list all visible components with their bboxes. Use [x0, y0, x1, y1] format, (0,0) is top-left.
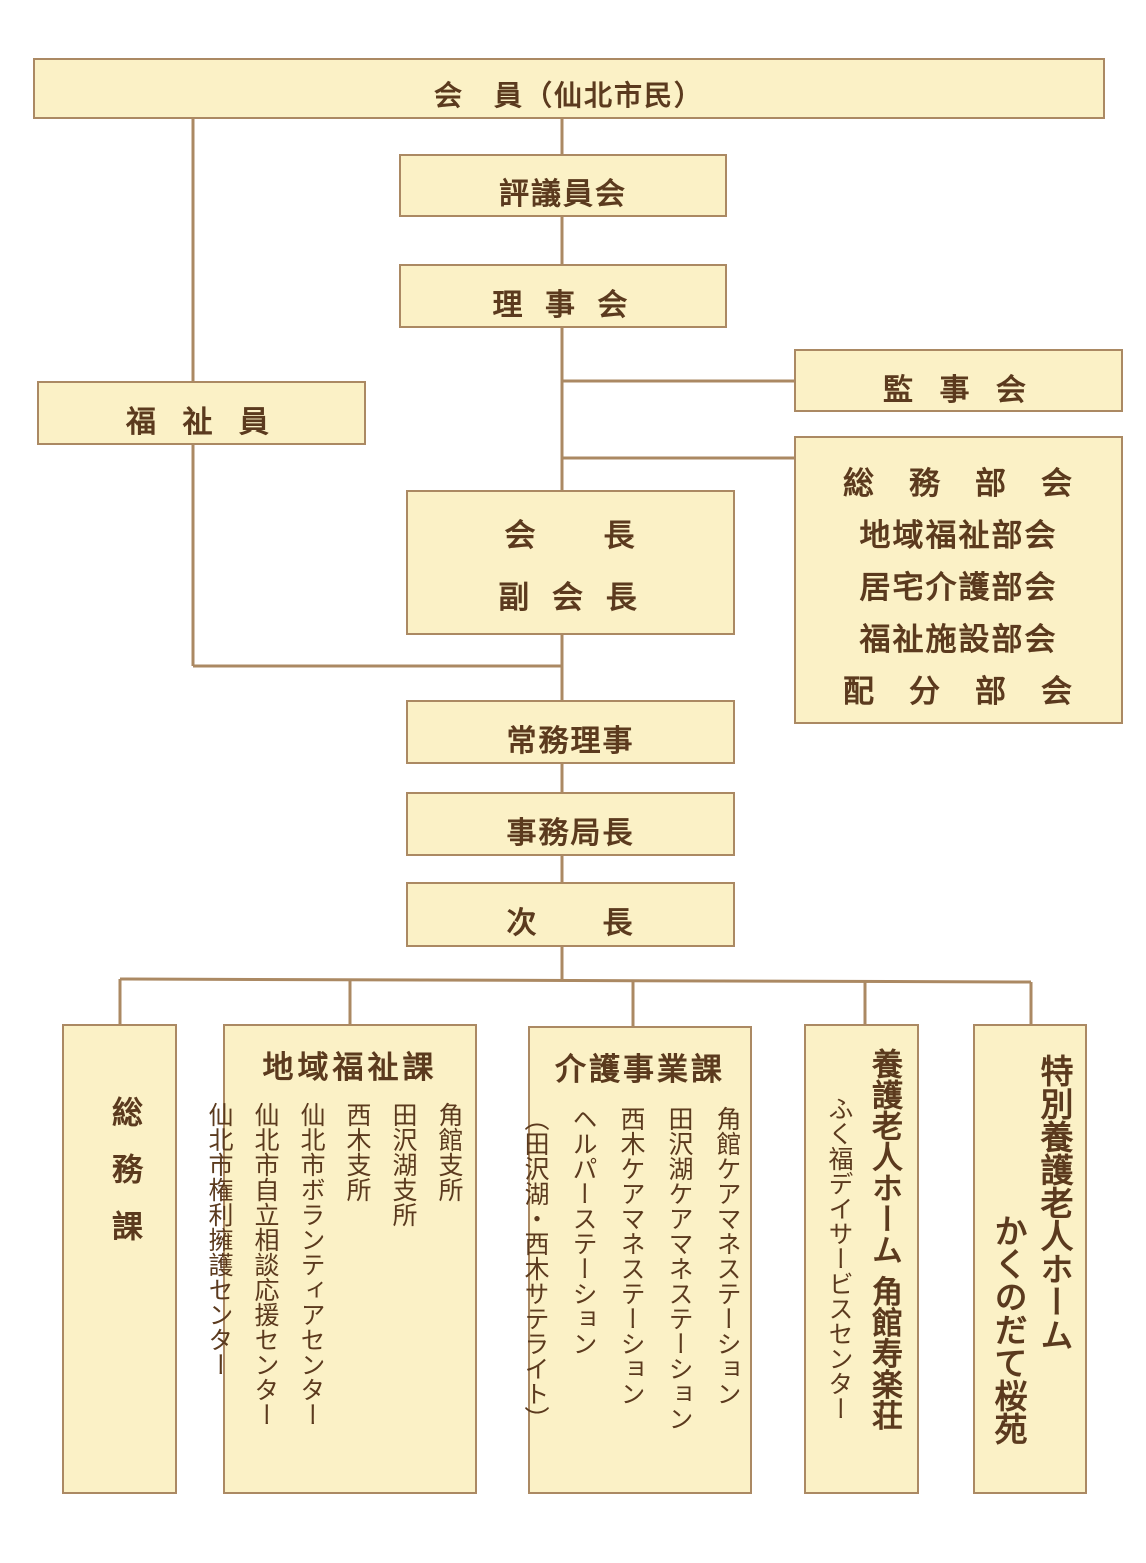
welfare-volunteers-box: 福 祉 員 [37, 381, 366, 445]
committees-box: 総 務 部 会 地域福祉部会 居宅介護部会 福祉施設部会 配 分 部 会 [794, 436, 1123, 724]
community-welfare-title: 地域福祉課 [262, 1050, 438, 1086]
nursing-home-box: 養護老人ホーム 角館寿楽荘 ふく福デイサービスセンター [804, 1024, 919, 1494]
list-item: 田沢湖支所 [389, 1102, 418, 1227]
council-box: 評議員会 [399, 154, 727, 217]
welfare-volunteers-label: 福 祉 員 [126, 405, 277, 440]
nursing-home-sub: ふく福デイサービスセンター [825, 1096, 854, 1421]
general-affairs-box: 総務課 [62, 1024, 177, 1494]
president-label: 会 長 [504, 518, 637, 554]
list-item: ヘルパーステーション [569, 1106, 598, 1356]
members-box: 会 員（仙北市民） [33, 58, 1105, 119]
president-box: 会 長 副 会 長 [406, 490, 735, 635]
list-item: 田沢湖ケアマネステーション [665, 1106, 694, 1431]
care-services-title: 介護事業課 [555, 1052, 725, 1088]
secretary-general-box: 事務局長 [406, 792, 735, 856]
deputy-director-box: 次 長 [406, 882, 735, 947]
committee-item: 居宅介護部会 [859, 570, 1058, 606]
community-welfare-box: 地域福祉課 角館支所 田沢湖支所 西木支所 仙北市ボランティアセンター 仙北市自… [205, 1024, 477, 1494]
list-item: （田沢湖・西木サテライト） [521, 1106, 550, 1431]
committee-item: 地域福祉部会 [859, 518, 1058, 554]
vice-president-label: 副 会 長 [498, 580, 643, 616]
list-item: 角館支所 [435, 1102, 464, 1202]
care-services-box: 介護事業課 角館ケアマネステーション 田沢湖ケアマネステーション 西木ケアマネス… [521, 1026, 752, 1494]
care-services-list: 角館ケアマネステーション 田沢湖ケアマネステーション 西木ケアマネステーション … [521, 1106, 745, 1486]
special-nursing-home-box: 特別養護老人ホーム かくのだて桜苑 [973, 1024, 1087, 1494]
list-item: 角館ケアマネステーション [713, 1106, 742, 1406]
committee-item: 配 分 部 会 [843, 674, 1074, 710]
list-item: 西木ケアマネステーション [617, 1106, 646, 1406]
committee-item: 総 務 部 会 [843, 466, 1074, 502]
list-item: 仙北市権利擁護センター [205, 1102, 234, 1377]
connector-branch-horizontal [119, 977, 1032, 984]
committee-item: 福祉施設部会 [859, 622, 1058, 658]
special-nursing-home-title: 特別養護老人ホーム [1035, 1054, 1074, 1351]
auditors-label: 監 事 会 [883, 373, 1034, 408]
board-box: 理 事 会 [399, 264, 727, 328]
special-nursing-home-name: かくのだて桜苑 [989, 1214, 1028, 1445]
board-label: 理 事 会 [492, 288, 634, 323]
list-item: 西木支所 [343, 1102, 372, 1202]
list-item: 仙北市自立相談応援センター [251, 1102, 280, 1427]
deputy-director-label: 次 長 [506, 906, 635, 941]
nursing-home-title: 養護老人ホーム 角館寿楽荘 [866, 1048, 902, 1431]
executive-director-label: 常務理事 [506, 724, 635, 759]
auditors-box: 監 事 会 [794, 349, 1123, 412]
secretary-general-label: 事務局長 [506, 816, 635, 851]
council-label: 評議員会 [499, 177, 627, 212]
general-affairs-label: 総務課 [106, 1096, 142, 1267]
list-item: 仙北市ボランティアセンター [297, 1102, 326, 1427]
community-welfare-list: 角館支所 田沢湖支所 西木支所 仙北市ボランティアセンター 仙北市自立相談応援セ… [205, 1102, 467, 1482]
executive-director-box: 常務理事 [406, 700, 735, 764]
members-label: 会 員（仙北市民） [433, 79, 704, 112]
